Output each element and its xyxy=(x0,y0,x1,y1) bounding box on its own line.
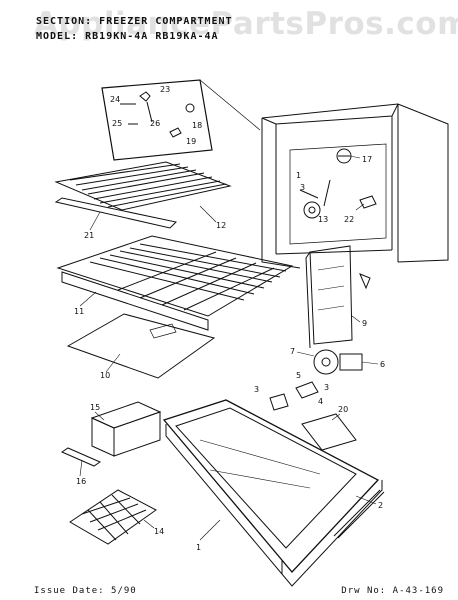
leader-lines xyxy=(79,155,379,541)
callout-14: 14 xyxy=(154,527,164,536)
front-trim xyxy=(60,447,102,467)
freezer-bottom-liner xyxy=(162,399,383,587)
wire-shelf xyxy=(54,161,232,211)
drawing-number: Drw No: A-43-169 xyxy=(341,586,444,596)
callout-7: 7 xyxy=(290,347,295,356)
ice-tray xyxy=(69,489,157,545)
ice-bin xyxy=(90,401,162,457)
callout-23: 23 xyxy=(160,85,170,94)
callout-2: 2 xyxy=(378,501,383,510)
cover-panel xyxy=(301,413,357,451)
watermark: AppliancePartsPros.com xyxy=(34,6,458,42)
issue-date: Issue Date: 5/90 xyxy=(34,586,137,596)
callout-12: 12 xyxy=(216,221,226,230)
callout-17: 17 xyxy=(362,155,372,164)
hardware-inset xyxy=(101,79,261,161)
model-line: MODEL: RB19KN-4A RB19KA-4A xyxy=(36,31,219,42)
callout-labels: 23 24 25 26 18 19 17 1 3 13 22 12 21 11 … xyxy=(74,85,385,552)
callout-25: 25 xyxy=(112,119,122,128)
callout-18: 18 xyxy=(192,121,202,130)
callout-15: 15 xyxy=(90,403,100,412)
callout-10: 10 xyxy=(100,371,110,380)
insulation-pad xyxy=(66,313,216,379)
callout-3: 3 xyxy=(254,385,259,394)
callout-1: 1 xyxy=(196,543,201,552)
callout-21: 21 xyxy=(84,231,94,240)
callout-13: 13 xyxy=(318,215,328,224)
callout-3-top: 3 xyxy=(300,183,305,192)
air-duct xyxy=(305,245,371,349)
callout-1-top: 1 xyxy=(296,171,301,180)
callout-22: 22 xyxy=(344,215,354,224)
callout-6: 6 xyxy=(380,360,385,369)
callout-4: 4 xyxy=(318,397,323,406)
callout-26: 26 xyxy=(150,119,160,128)
callout-16: 16 xyxy=(76,477,86,486)
trim-strip xyxy=(333,489,385,539)
freezer-floor-shelf xyxy=(56,235,294,331)
shelf-bracket xyxy=(54,197,178,229)
callout-20: 20 xyxy=(338,405,348,414)
callout-24: 24 xyxy=(110,95,120,104)
callout-5: 5 xyxy=(296,371,301,380)
callout-19: 19 xyxy=(186,137,196,146)
freezer-cabinet xyxy=(261,103,449,269)
fan-assembly xyxy=(269,349,363,411)
callout-3-right: 3 xyxy=(324,383,329,392)
section-title: SECTION: FREEZER COMPARTMENT xyxy=(36,16,233,27)
callout-9: 9 xyxy=(362,319,367,328)
callout-11: 11 xyxy=(74,307,84,316)
